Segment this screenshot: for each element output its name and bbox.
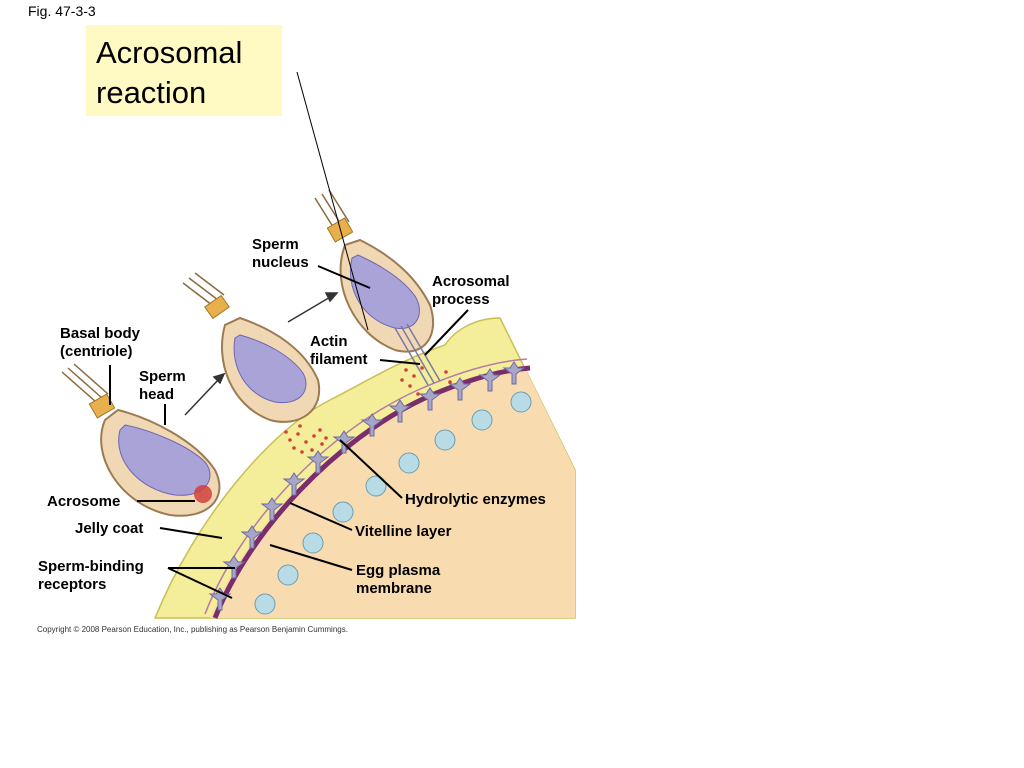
title-box: Acrosomal reaction: [86, 25, 282, 116]
cortical-granule: [365, 475, 387, 497]
receptor: [388, 399, 412, 423]
sperm-1: [61, 363, 221, 517]
receptor: [240, 525, 264, 549]
cortical-granule: [398, 452, 420, 474]
label-hydrolytic-enzymes: Hydrolytic enzymes: [405, 491, 546, 508]
label-egg-plasma-membrane: Egg plasma membrane: [356, 562, 441, 597]
cortical-granule: [510, 391, 532, 413]
receptor: [478, 368, 502, 392]
label-acrosomal-process: Acrosomal process: [432, 273, 510, 308]
cortical-granule: [434, 429, 456, 451]
progression-arrows: [184, 292, 339, 416]
copyright-notice: Copyright © 2008 Pearson Education, Inc.…: [37, 625, 348, 634]
label-sperm-head: Sperm head: [139, 368, 186, 403]
sperm-nucleus-2: [233, 334, 307, 404]
title-pointer-line: [296, 71, 369, 331]
label-sperm-binding-receptors: Sperm-binding receptors: [38, 558, 144, 593]
receptor: [208, 587, 232, 611]
label-vitelline-layer: Vitelline layer: [355, 523, 452, 540]
label-actin-filament: Actin filament: [310, 333, 368, 368]
receptor: [360, 413, 384, 437]
label-basal-body: Basal body (centriole): [60, 325, 141, 360]
sperm-nucleus-3: [350, 254, 420, 329]
receptor: [282, 472, 306, 496]
receptor: [306, 450, 330, 474]
receptor: [448, 377, 472, 401]
figure-label: Fig. 47-3-3: [28, 3, 96, 19]
leader-lines: [109, 265, 469, 599]
vitelline-layer: [204, 358, 528, 615]
cortical-granule: [254, 593, 276, 615]
acrosome-1: [194, 485, 212, 503]
diagram-title: Acrosomal reaction: [96, 35, 243, 110]
egg-plasma-membrane: [212, 365, 531, 619]
receptor: [502, 361, 526, 385]
cortical-granule: [302, 532, 324, 554]
receptor: [332, 430, 356, 454]
sperm-2: [182, 272, 321, 423]
receptor: [418, 387, 442, 411]
label-sperm-nucleus: Sperm nucleus: [252, 236, 309, 271]
label-jelly-coat: Jelly coat: [75, 520, 144, 537]
actin-filament: [394, 323, 441, 386]
cortical-granule: [277, 564, 299, 586]
sperm-binding-receptors: [208, 361, 526, 611]
sperm-3: [314, 189, 441, 386]
cortical-granules: [254, 391, 532, 615]
cortical-granule: [332, 501, 354, 523]
label-acrosome: Acrosome: [47, 493, 121, 510]
receptor: [260, 497, 284, 521]
cortical-granule: [471, 409, 493, 431]
hydrolytic-enzymes: [284, 366, 452, 454]
